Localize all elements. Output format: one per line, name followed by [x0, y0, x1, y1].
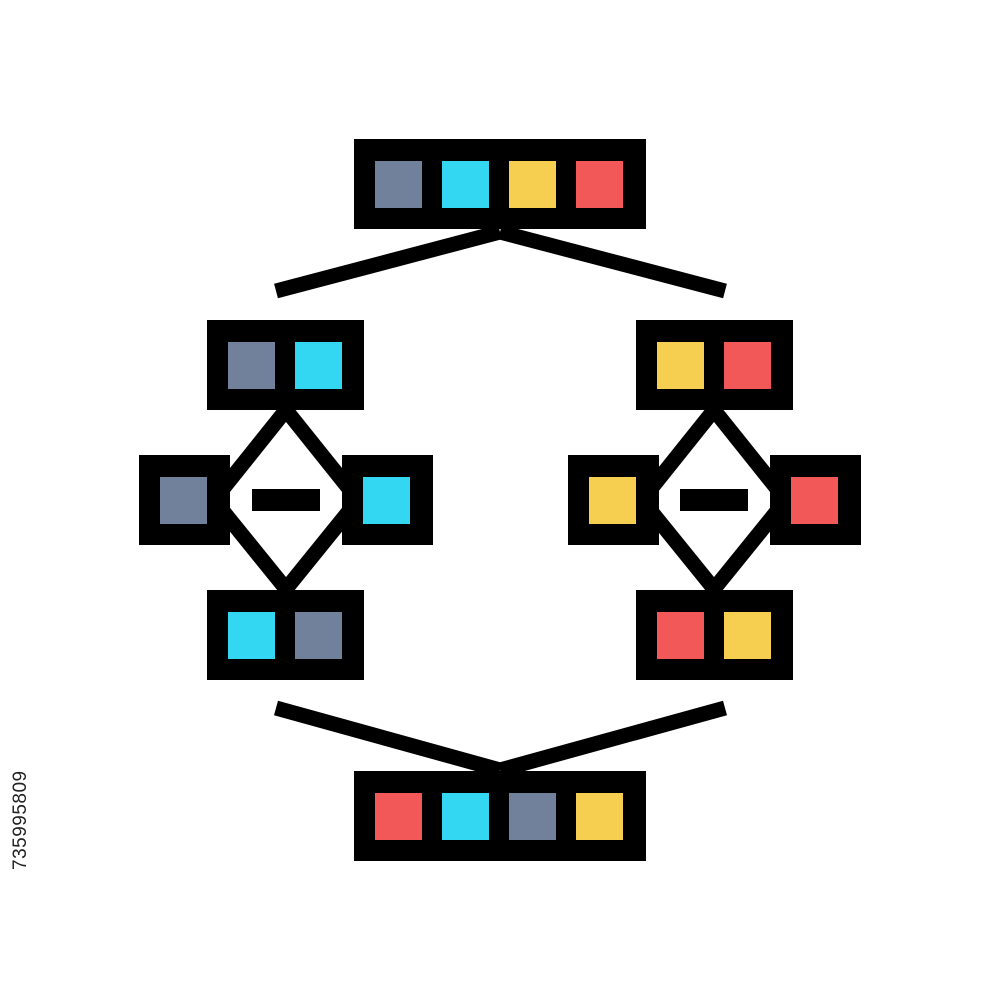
left-west-cell-slate: [160, 477, 207, 524]
left-top-block: [207, 320, 364, 410]
top-right-connector: [498, 224, 727, 299]
bottom-left-connector: [273, 700, 503, 778]
right-bottom-block: [636, 590, 793, 680]
bottom-cell-red: [375, 793, 422, 840]
right-bottom-cell-yellow: [724, 612, 771, 659]
left-east-block: [342, 455, 433, 545]
bottom-array-block: [354, 771, 646, 861]
right-bottom-cell-red: [657, 612, 704, 659]
top-cell-slate: [375, 161, 422, 208]
left-minus-icon: [252, 489, 320, 511]
right-west-block: [568, 455, 659, 545]
right-east-cell-red: [791, 477, 838, 524]
right-top-cell-red: [724, 342, 771, 389]
bottom-right-connector: [498, 700, 727, 778]
left-bottom-cell-cyan: [228, 612, 275, 659]
right-west-cell-yellow: [589, 477, 636, 524]
bottom-cell-cyan: [442, 793, 489, 840]
right-minus-icon: [680, 489, 748, 511]
stock-id-text: 735995809: [10, 770, 31, 870]
left-top-cell-cyan: [295, 342, 342, 389]
bottom-cell-yellow: [576, 793, 623, 840]
top-connectors: [274, 224, 727, 299]
top-cell-red: [576, 161, 623, 208]
left-bottom-cell-slate: [295, 612, 342, 659]
bottom-cell-slate: [509, 793, 556, 840]
top-cell-cyan: [442, 161, 489, 208]
left-top-cell-slate: [228, 342, 275, 389]
bottom-connectors: [273, 700, 727, 778]
right-east-block: [770, 455, 861, 545]
left-bottom-block: [207, 590, 364, 680]
right-top-block: [636, 320, 793, 410]
right-comparator: [568, 320, 861, 680]
right-top-cell-yellow: [657, 342, 704, 389]
top-array-block: [354, 139, 646, 229]
top-cell-yellow: [509, 161, 556, 208]
left-comparator: [139, 320, 433, 680]
left-east-cell-cyan: [363, 477, 410, 524]
top-left-connector: [274, 224, 502, 299]
left-west-block: [139, 455, 230, 545]
